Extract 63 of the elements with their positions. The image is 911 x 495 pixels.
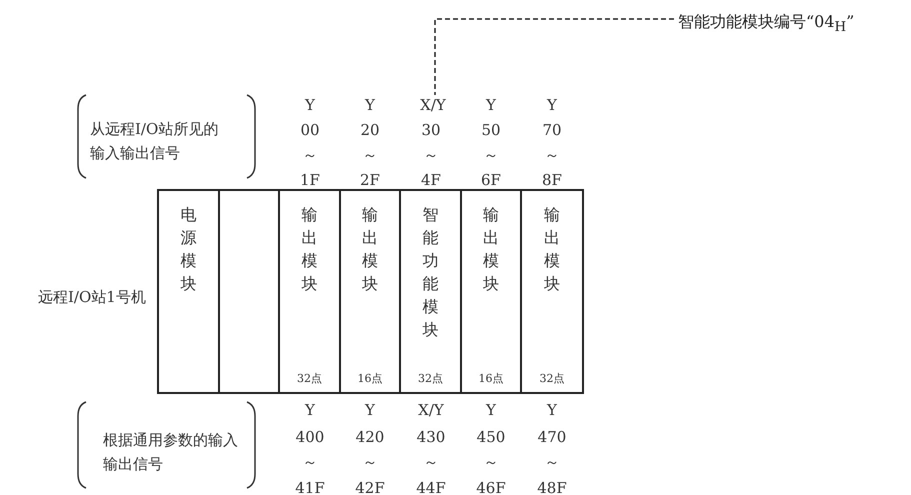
address-label: Y (364, 401, 376, 419)
address-label: Y (304, 401, 316, 419)
address-label: X/Y (413, 96, 453, 114)
module-slot (157, 189, 220, 394)
module-name: 智能功能模块 (422, 204, 440, 341)
address-label: 400 (294, 428, 326, 446)
range-tilde: ～ (544, 146, 560, 165)
address-label: 44F (415, 479, 447, 495)
address-label: 70 (541, 121, 563, 139)
range-tilde: ～ (544, 453, 560, 472)
address-label: Y (304, 96, 316, 114)
module-slot (339, 189, 401, 394)
point-count: 32点 (538, 371, 566, 386)
module-slot (399, 189, 462, 394)
leader-line (434, 18, 674, 95)
range-tilde: ～ (482, 146, 500, 165)
address-label: 450 (476, 428, 506, 446)
range-tilde: ～ (422, 453, 440, 472)
address-label: Y (364, 96, 376, 114)
callout-text: 智能功能模块编号“04$_{H}$” (678, 10, 906, 34)
address-label: 2F (359, 171, 381, 189)
address-label: 6F (480, 171, 502, 189)
range-tilde: ～ (422, 146, 440, 165)
signal-note: 根据通用参数的输入输出信号 (103, 430, 239, 475)
module-slot (278, 189, 341, 394)
station-label: 远程I/O站1号机 (38, 288, 147, 307)
module-name: 输出模块 (300, 204, 318, 295)
module-slot (460, 189, 522, 394)
module-name: 输出模块 (543, 204, 561, 295)
address-label: 50 (480, 121, 502, 139)
range-tilde: ～ (482, 453, 500, 472)
module-name: 输出模块 (482, 204, 500, 295)
address-label: 48F (536, 479, 568, 495)
address-label: Y (546, 96, 558, 114)
address-label: 430 (416, 428, 446, 446)
module-name: 电源模块 (180, 204, 198, 295)
address-label: X/Y (417, 401, 445, 419)
address-label: 41F (294, 479, 326, 495)
module-name: 输出模块 (361, 204, 379, 295)
point-count: 16点 (356, 371, 384, 386)
address-label: 4F (420, 171, 442, 189)
address-label: 420 (354, 428, 386, 446)
point-count: 16点 (478, 371, 504, 386)
module-slot (520, 189, 584, 394)
address-label: 00 (299, 121, 321, 139)
address-label: Y (484, 96, 497, 114)
module-slot (218, 189, 280, 394)
address-label: 46F (475, 479, 507, 495)
point-count: 32点 (417, 371, 444, 386)
range-tilde: ～ (362, 146, 378, 165)
signal-note: 从远程I/O站所见的输入输出信号 (90, 119, 220, 164)
range-tilde: ～ (362, 453, 378, 472)
range-tilde: ～ (302, 146, 318, 165)
address-label: Y (546, 401, 558, 419)
address-label: 42F (354, 479, 386, 495)
address-label: Y (484, 401, 497, 419)
range-tilde: ～ (302, 453, 318, 472)
address-label: 470 (536, 428, 568, 446)
address-label: 1F (299, 171, 321, 189)
point-count: 32点 (296, 371, 323, 386)
address-label: 20 (359, 121, 381, 139)
address-label: 30 (420, 121, 442, 139)
address-label: 8F (541, 171, 563, 189)
